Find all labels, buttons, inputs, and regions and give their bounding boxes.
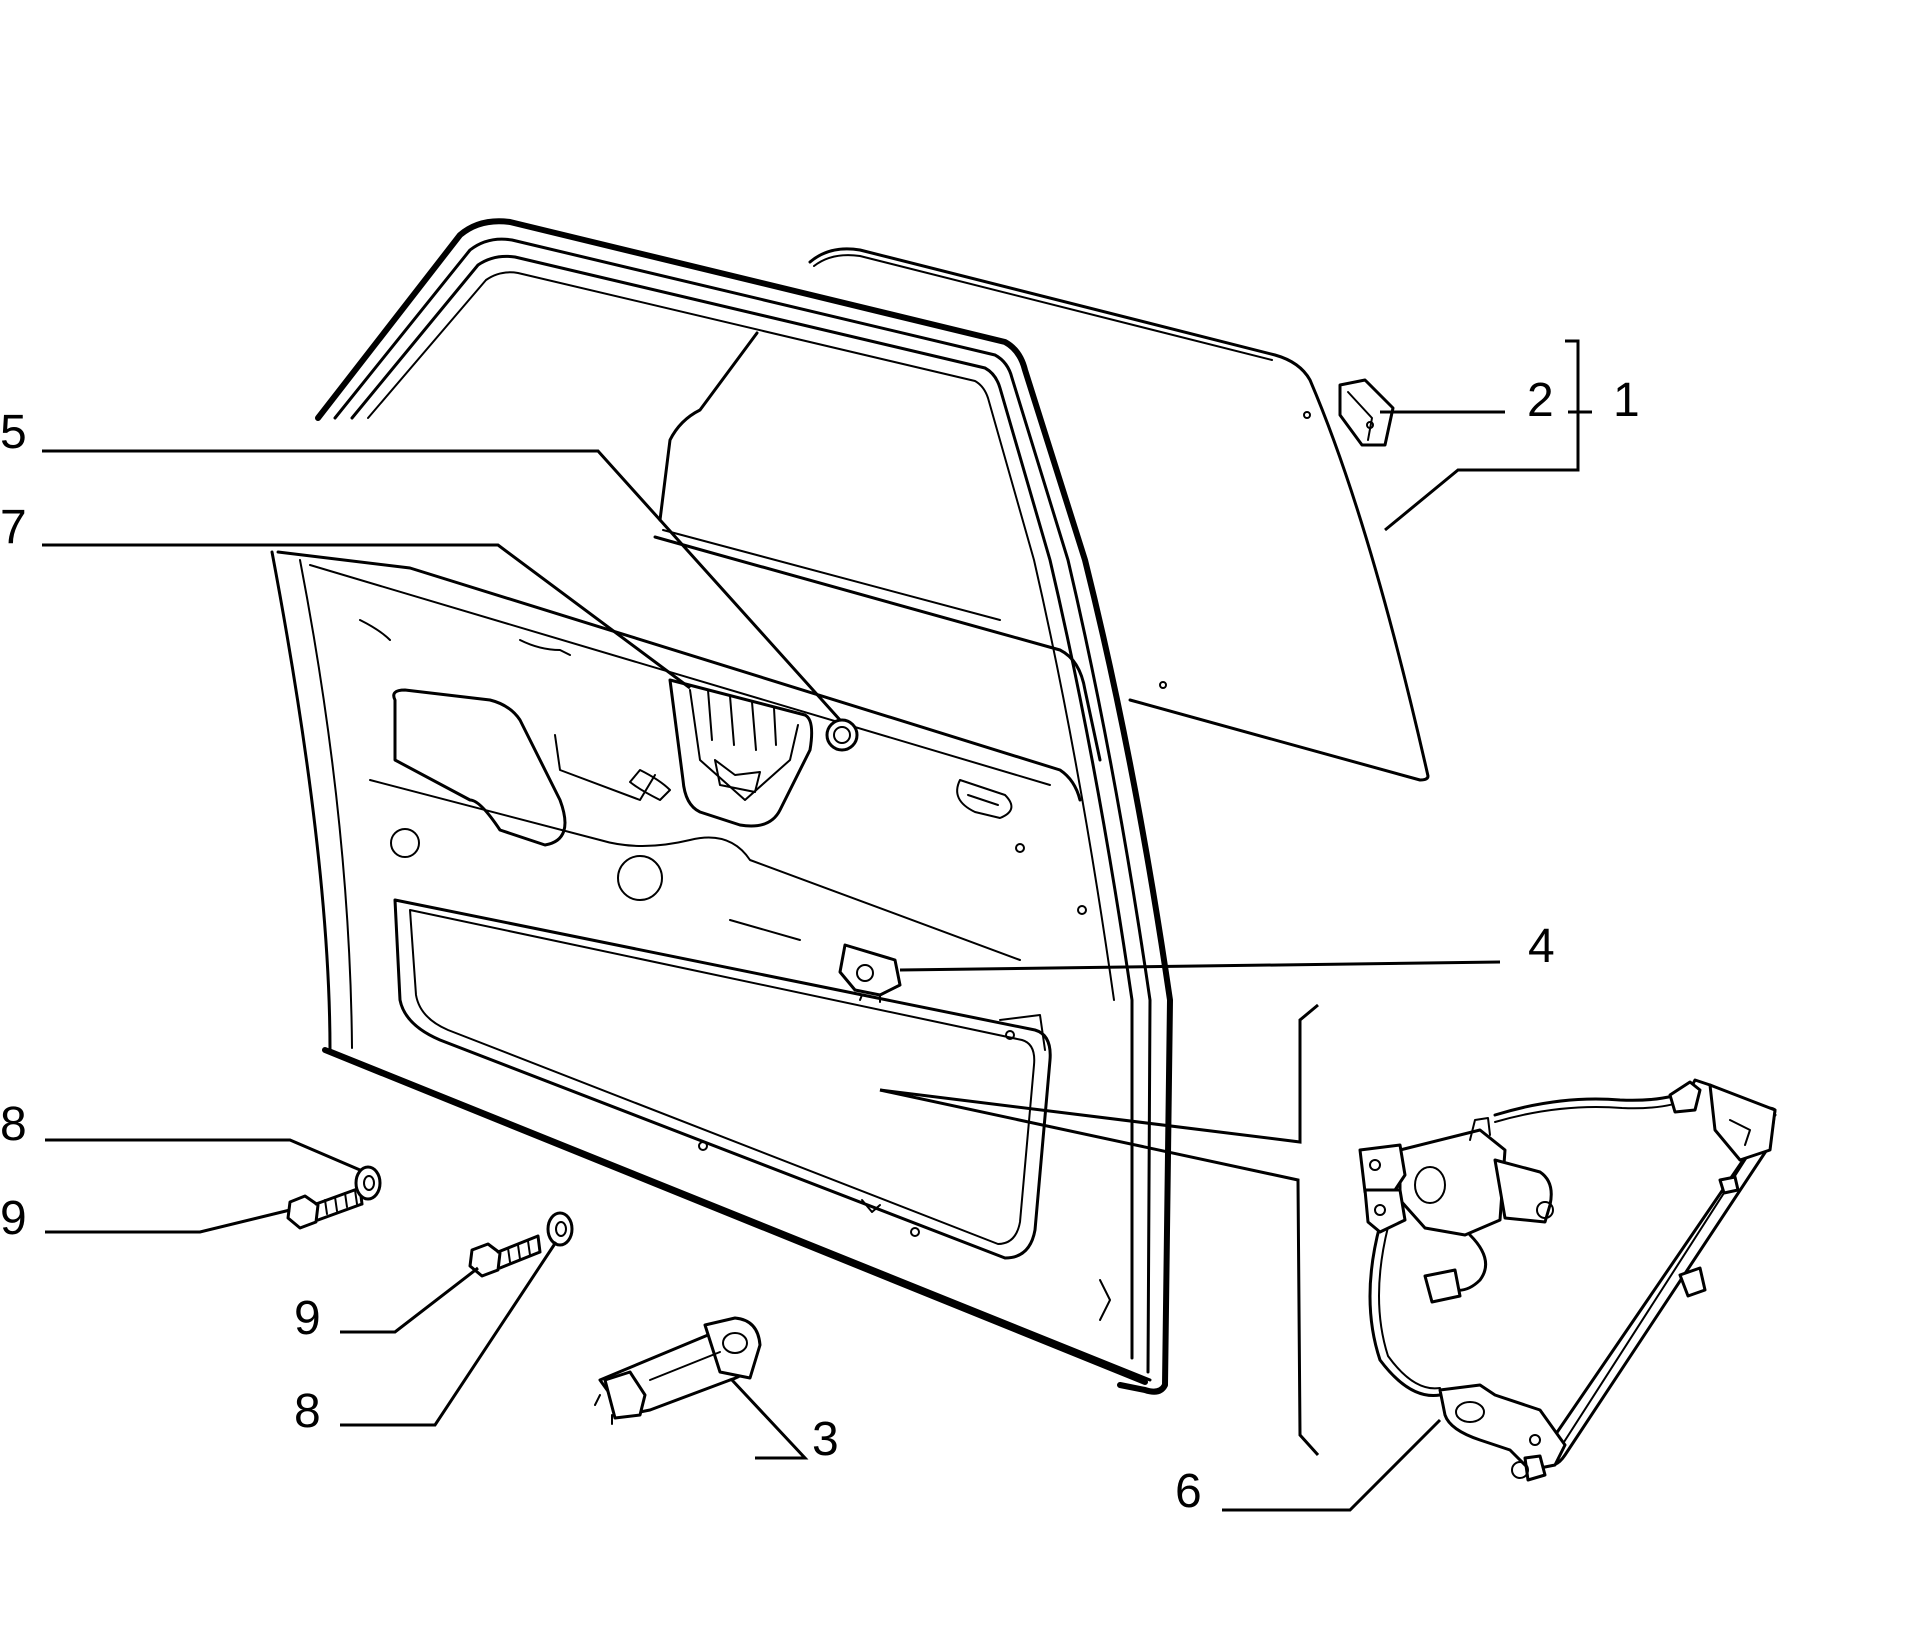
leader-7 [42,543,691,690]
bolt-icon [286,1186,364,1230]
washer-icon [546,1211,574,1247]
callout-8b: 8 [294,1385,321,1438]
callout-5: 5 [0,406,27,459]
panel-clip-icon [838,943,902,1003]
leader-lines [42,339,1592,1512]
bolt-icon [468,1234,542,1278]
leader-8a [45,1138,361,1172]
grommet-plug-icon [825,718,859,752]
leader-3 [730,1378,809,1460]
window-regulator-motor-icon [1358,1078,1777,1482]
callout-labels: 1 2 5 7 4 8 9 9 8 3 6 [0,374,1640,1518]
door-shell-icon [270,218,1173,1395]
bracket-6 [879,1003,1319,1144]
callout-7: 7 [0,501,27,554]
bracket-1 [1384,339,1592,532]
window-glass-icon [658,247,1430,782]
leader-6 [1222,1418,1442,1512]
callout-9a: 9 [0,1192,27,1245]
washer-icon [354,1165,382,1201]
leader-9a [45,1208,291,1234]
leader-8b [340,1241,558,1427]
callout-3: 3 [812,1413,839,1466]
leader-5 [42,449,842,722]
callout-6: 6 [1175,1465,1202,1518]
callout-8a: 8 [0,1098,27,1151]
callout-9b: 9 [294,1292,321,1345]
door-check-strap-icon [594,1316,762,1425]
leader-4 [899,960,1501,972]
callout-4: 4 [1528,920,1555,973]
leader-9b [340,1266,479,1334]
callout-2: 2 [1527,374,1554,427]
callout-1: 1 [1613,374,1640,427]
glass-clip-icon [1338,378,1395,447]
handle-bracket-icon [668,678,814,828]
